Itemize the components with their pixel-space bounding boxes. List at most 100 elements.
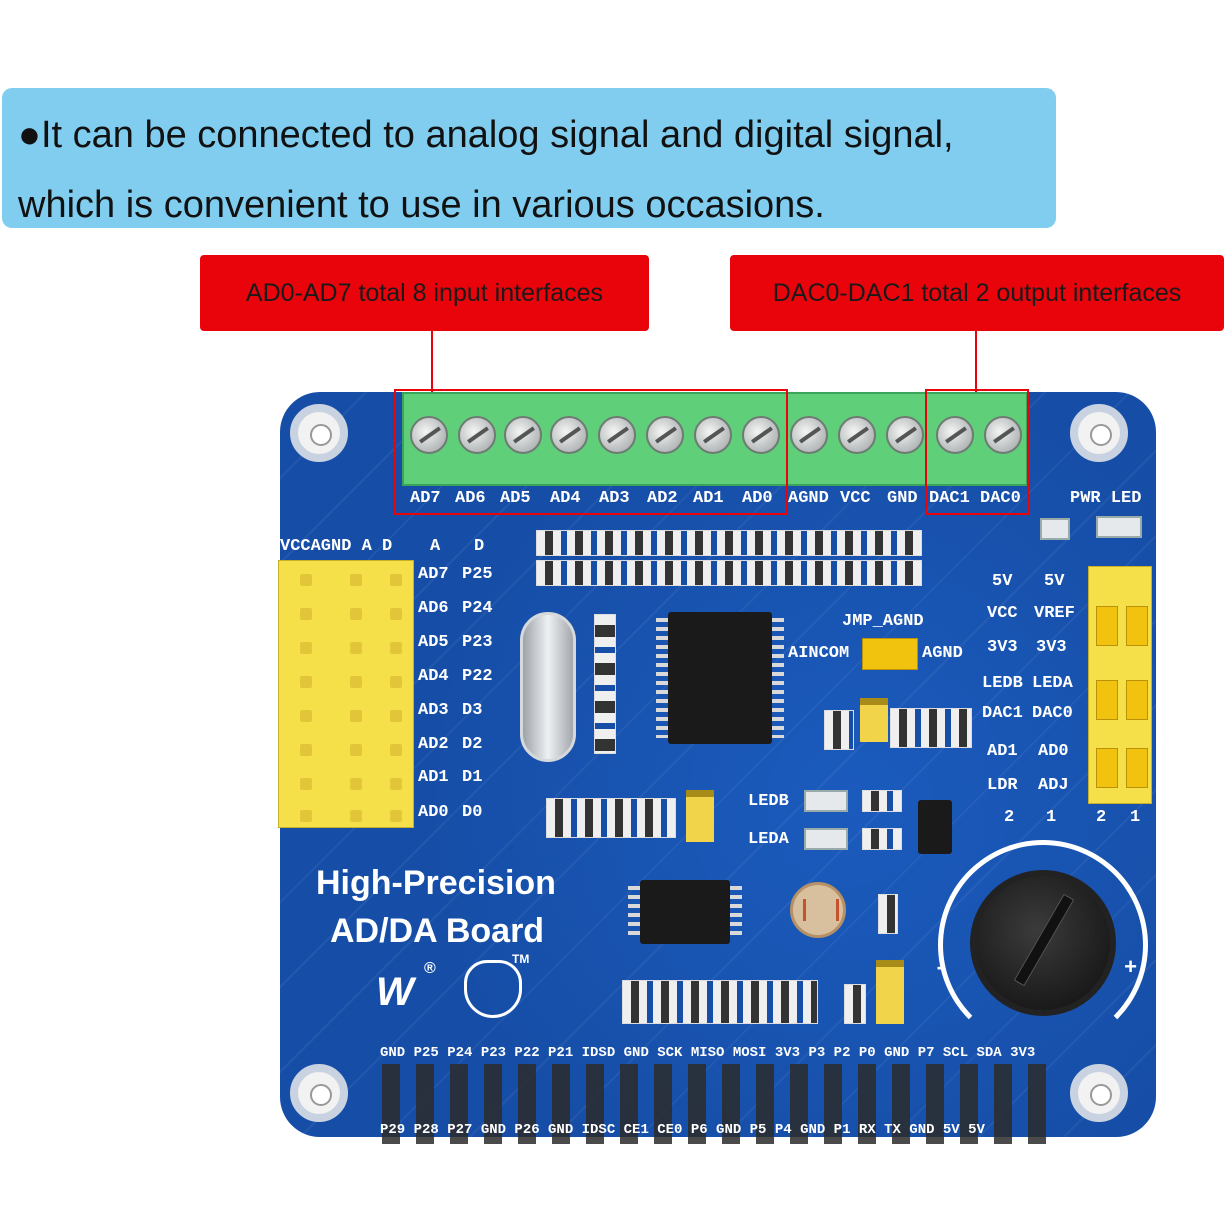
tantalum-capacitor: [686, 790, 714, 842]
config-jumper[interactable]: [1096, 748, 1118, 788]
waveshare-logo: W: [376, 970, 414, 1014]
header-pin: [300, 676, 312, 688]
left-col-a-title: A: [430, 537, 441, 556]
config-jumper[interactable]: [1096, 606, 1118, 646]
resistor: [878, 894, 898, 934]
terminal-label: AD6: [455, 489, 486, 508]
right-col2-label: AD0: [1038, 742, 1069, 761]
header-pin: [350, 608, 362, 620]
resistor-array: [536, 530, 922, 556]
jmp-agnd-label: JMP_AGND: [842, 612, 924, 631]
config-jumper[interactable]: [1126, 748, 1148, 788]
terminal-screw: [646, 416, 684, 454]
info-banner: ●It can be connected to analog signal an…: [2, 88, 1056, 228]
left-d-label: P24: [462, 599, 493, 618]
resistor-array: [622, 980, 818, 1024]
registered-mark: ®: [424, 960, 436, 977]
pot-plus: +: [1124, 956, 1138, 981]
terminal-screw: [790, 416, 828, 454]
terminal-label: GND: [887, 489, 918, 508]
left-d-label: D0: [462, 803, 483, 822]
leda-label: LEDA: [748, 830, 789, 849]
terminal-screw: [458, 416, 496, 454]
terminal-screw: [984, 416, 1022, 454]
banner-line-2: which is convenient to use in various oc…: [18, 184, 825, 226]
header-pin: [300, 608, 312, 620]
left-header-title: VCCAGND A D: [280, 537, 393, 556]
right-number: 1: [1046, 808, 1057, 827]
callout-outputs-line: [975, 331, 977, 393]
terminal-screw: [886, 416, 924, 454]
rotation-arc: [938, 840, 1148, 1050]
left-col-d-title: D: [474, 537, 485, 556]
chip-pins: [730, 886, 742, 938]
right-number: 2: [1096, 808, 1107, 827]
screw-terminal-block: [402, 392, 1028, 486]
header-pin: [390, 744, 402, 756]
header-pin: [390, 710, 402, 722]
right-col1-label: LDR: [987, 776, 1018, 795]
mounting-hole-bottom-left: [290, 1064, 348, 1122]
trademark-mark: TM: [512, 952, 530, 966]
terminal-label: AD7: [410, 489, 441, 508]
right-number: 2: [1004, 808, 1015, 827]
right-col1-label: 5V: [992, 572, 1013, 591]
left-a-label: AD4: [418, 667, 449, 686]
left-a-label: AD7: [418, 565, 449, 584]
header-pin: [390, 810, 402, 822]
terminal-screw: [504, 416, 542, 454]
header-pin: [350, 810, 362, 822]
pcb-board: [280, 392, 1156, 1137]
left-d-label: D1: [462, 768, 483, 787]
potentiometer-knob[interactable]: [970, 870, 1116, 1016]
photoresistor: [790, 882, 846, 938]
config-jumper[interactable]: [1126, 606, 1148, 646]
highlight-output-terminals: [925, 389, 1029, 515]
left-a-label: AD2: [418, 735, 449, 754]
resistor: [862, 790, 902, 812]
header-pin: [350, 778, 362, 790]
led-b: [804, 790, 848, 812]
right-col2-label: DAC0: [1032, 704, 1073, 723]
terminal-screw: [550, 416, 588, 454]
terminal-label: DAC1: [929, 489, 970, 508]
terminal-screw: [694, 416, 732, 454]
terminal-screw: [742, 416, 780, 454]
header-pin: [350, 574, 362, 586]
header-pin: [300, 574, 312, 586]
right-col2-label: 3V3: [1036, 638, 1067, 657]
left-a-label: AD0: [418, 803, 449, 822]
banner-line-1: ●It can be connected to analog signal an…: [18, 114, 954, 156]
right-col1-label: DAC1: [982, 704, 1023, 723]
right-col2-label: VREF: [1034, 604, 1075, 623]
left-d-label: P22: [462, 667, 493, 686]
left-a-label: AD3: [418, 701, 449, 720]
config-jumper[interactable]: [1096, 680, 1118, 720]
resistor-array: [824, 710, 854, 750]
terminal-label: AD4: [550, 489, 581, 508]
right-col2-label: ADJ: [1038, 776, 1069, 795]
right-col1-label: 3V3: [987, 638, 1018, 657]
terminal-label: AD0: [742, 489, 773, 508]
board-title-line-1: High-Precision: [316, 864, 556, 902]
config-jumper[interactable]: [1126, 680, 1148, 720]
header-pin: [300, 810, 312, 822]
chip-pins: [772, 618, 784, 738]
header-pin: [300, 710, 312, 722]
gpio-header[interactable]: [382, 1064, 1056, 1144]
pwr-led-label: PWR LED: [1070, 489, 1142, 508]
highlight-input-terminals: [394, 389, 788, 515]
left-d-label: D2: [462, 735, 483, 754]
header-pin: [350, 676, 362, 688]
left-d-label: D3: [462, 701, 483, 720]
resistor-array: [536, 560, 922, 586]
callout-inputs: AD0-AD7 total 8 input interfaces: [200, 255, 649, 331]
callout-outputs: DAC0-DAC1 total 2 output interfaces: [730, 255, 1224, 331]
jmp-agnd-jumper[interactable]: [862, 638, 918, 670]
right-col1-label: AD1: [987, 742, 1018, 761]
header-pin: [350, 744, 362, 756]
agnd-label: AGND: [922, 644, 963, 663]
resistor: [844, 984, 866, 1024]
terminal-label: AD1: [693, 489, 724, 508]
right-number: 1: [1130, 808, 1141, 827]
